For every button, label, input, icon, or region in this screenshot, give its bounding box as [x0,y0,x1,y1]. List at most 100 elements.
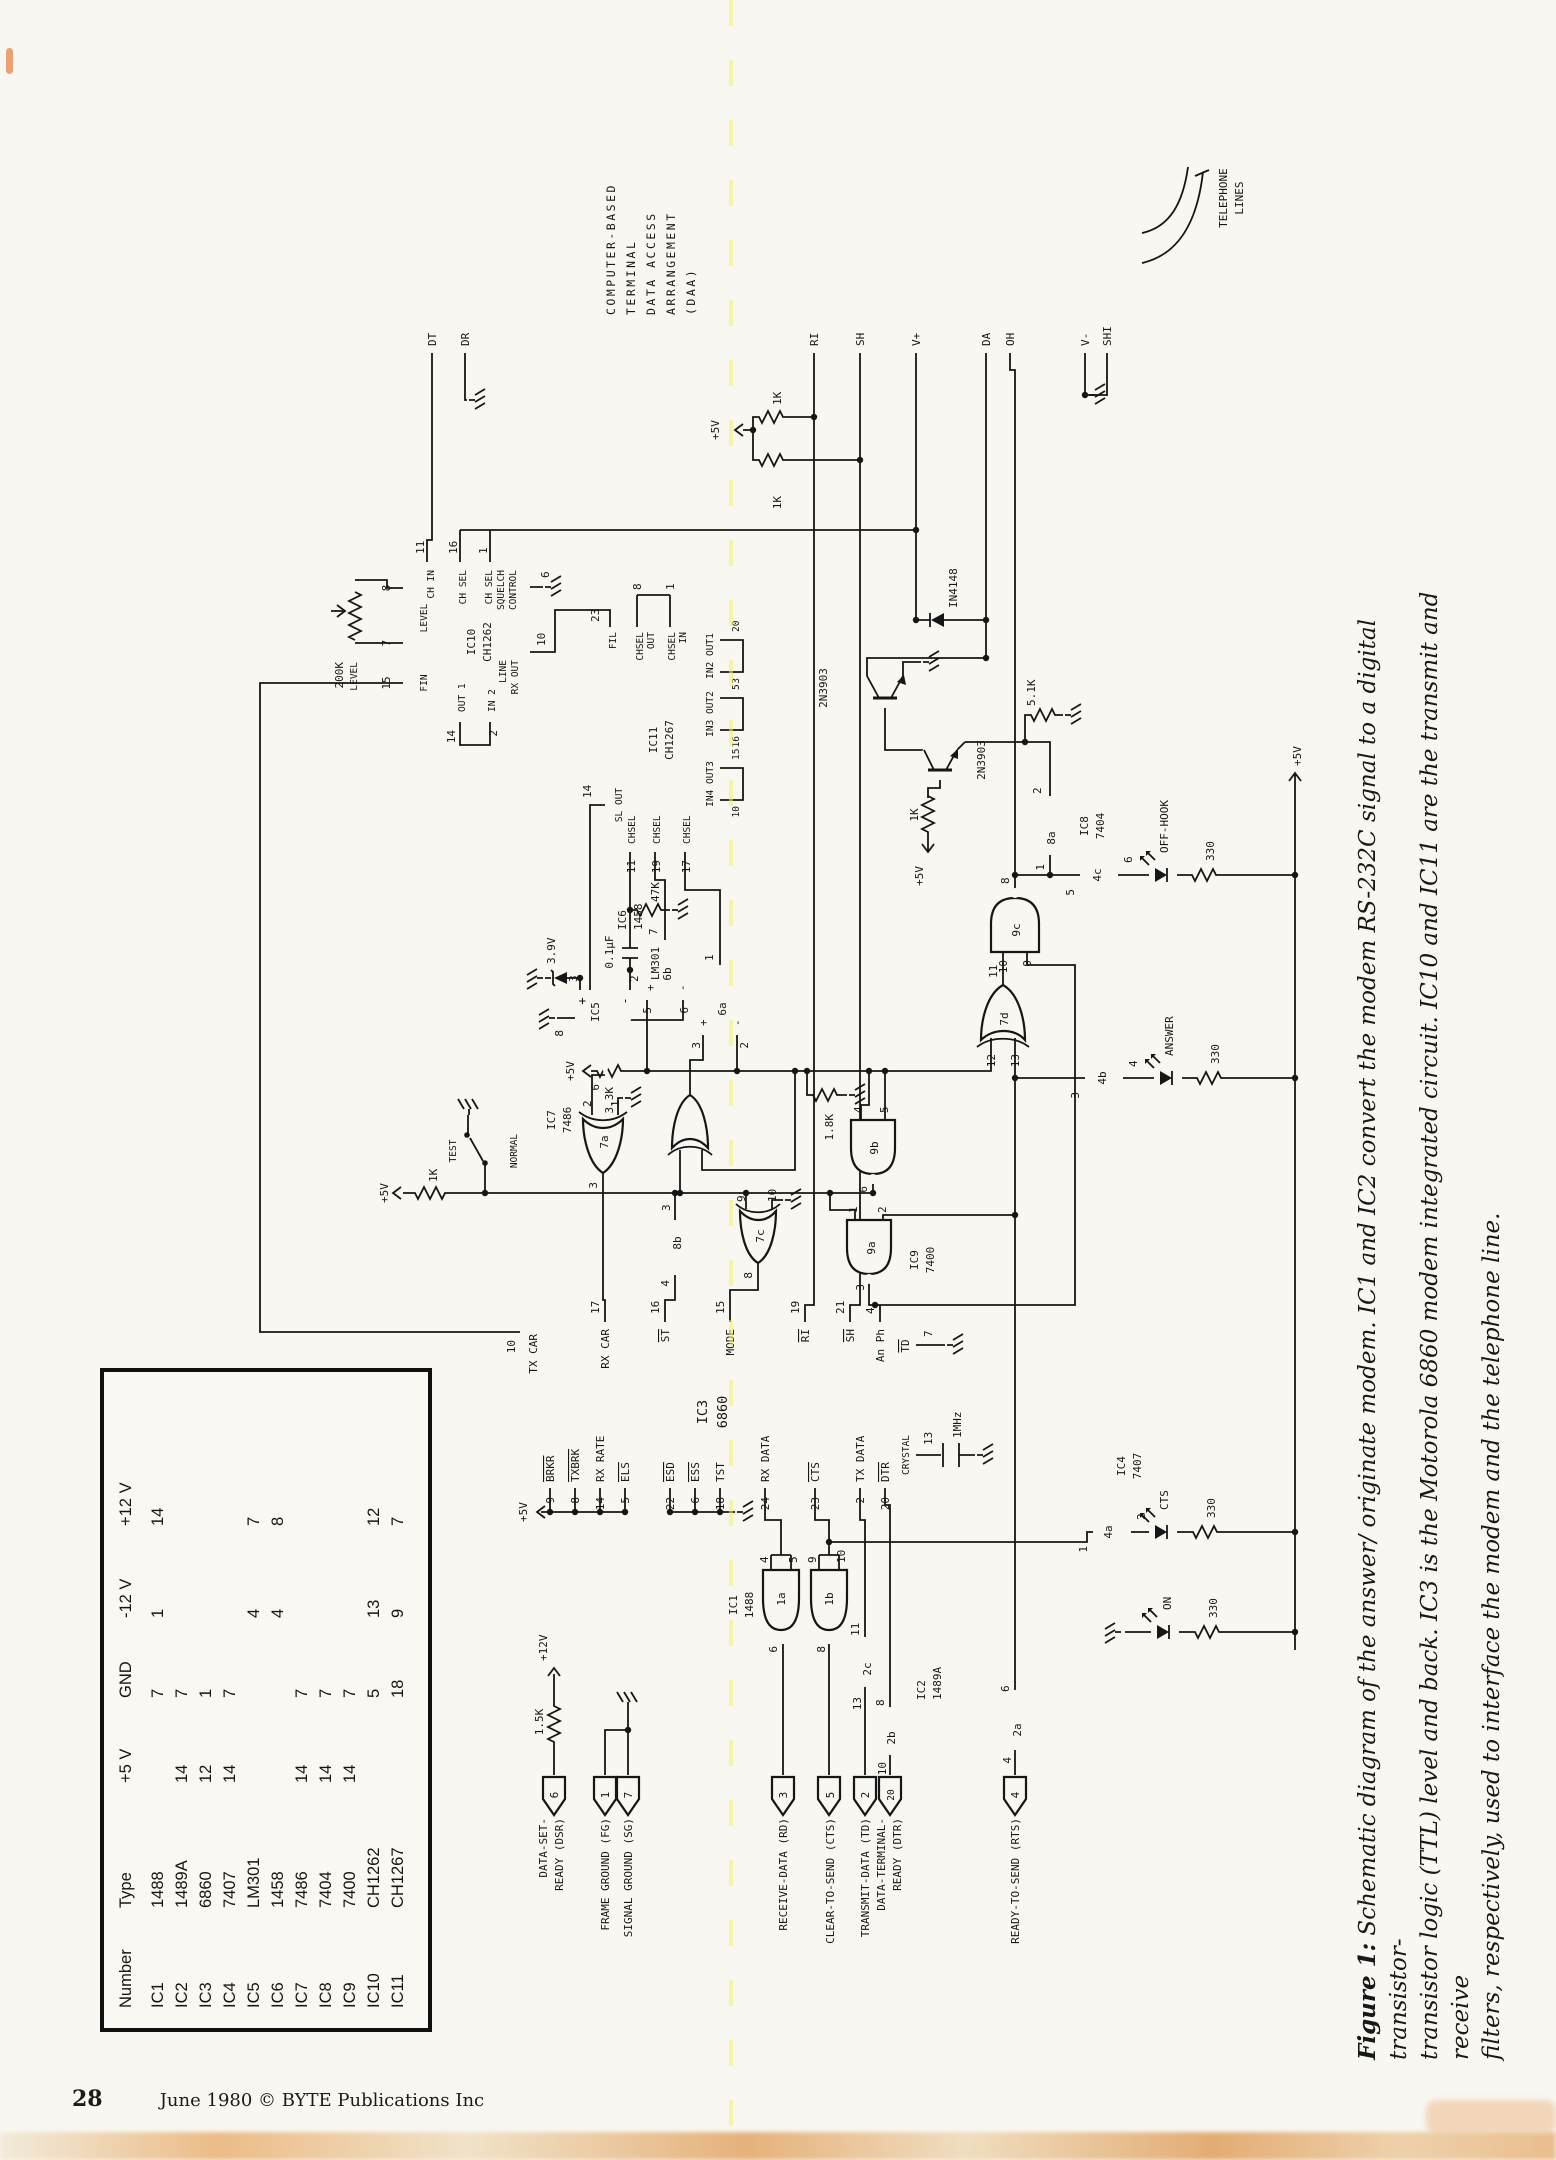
zener-3v9 [550,969,567,987]
schematic-label: ESS [689,1462,702,1482]
offhook-led [1139,850,1178,890]
buffer-4b [1085,1055,1123,1100]
caption-line-3: filters, respectively, used to interface… [1479,1212,1505,2060]
schematic-label: IC7 [545,1110,558,1130]
table-cell: 4 [269,1608,287,1618]
table-cell: IC11 [389,1974,407,2008]
schematic-label: 10 [835,1550,848,1563]
schematic-label: FIL [608,632,619,649]
schematic-label: 47K [649,882,662,902]
schematic-label: 11 [849,1623,862,1636]
schematic-label: ON [1161,1597,1174,1610]
table-cell: 14 [149,1507,167,1526]
schematic-label: LINES [1233,181,1246,214]
schematic-label: 1 [664,583,677,590]
schematic-label: 5 [1064,889,1077,896]
schematic-label: 7 [380,640,393,647]
schematic-label: +12V [537,1634,550,1661]
table-cell: 7404 [317,1871,335,1908]
table-cell [242,1618,266,1698]
schematic-label: FIN [419,674,430,691]
schematic-label: +5V [564,1061,577,1081]
schematic-label: 4 [864,1307,877,1314]
schematic-label: 7d [998,1012,1011,1025]
schematic-label: 2N3903 [975,740,988,780]
schematic-label: 8 [742,1272,755,1279]
schematic-label: 22 [664,1497,677,1510]
schematic-label: +5V [517,1502,530,1522]
table-cell [218,1526,242,1618]
schematic-label: 7 [922,1330,935,1337]
schematic-label: 330 [1209,1044,1222,1064]
publication-credit: June 1980 © BYTE Publications Inc [159,2090,485,2111]
schematic-label: 17 [680,860,693,873]
schematic-label: 13 [851,1697,864,1710]
schematic-label: RI [808,333,821,346]
table-cell: CH1267 [389,1847,407,1908]
schematic-label: READY (DSR) [553,1818,566,1891]
schematic-label: (DAA) [684,268,698,315]
schematic-label: 8 [815,1646,828,1653]
schematic-label: TX CAR [527,1334,540,1374]
schematic-label: IC5 [589,1002,602,1022]
table-cell [266,1618,290,1698]
schematic-label: 2 [854,1497,867,1504]
table-cell: IC10 [365,1973,383,2008]
table-cell [194,1526,218,1618]
schematic-label: V+ [910,332,923,346]
schematic-label: TXBRK [569,1449,582,1482]
schematic-label: 20 [886,1789,897,1801]
schematic-label: SHI [1101,326,1114,346]
table-cell: IC6 [269,1982,287,2008]
schematic-label: 4 [758,1556,771,1563]
table-cell [362,1698,386,1783]
schematic-label: 11 [987,965,1000,978]
table-cell: IC7 [293,1982,311,2008]
schematic-label: SL OUT [614,788,625,823]
schematic-label: OFF-HOOK [1158,800,1171,853]
schematic-label: 5 [731,684,742,690]
schematic-label: CTS [1158,1490,1171,1510]
table-cell [242,1698,266,1783]
schematic-label: 4 [1001,1757,1014,1764]
schematic-label: BRKR [544,1455,557,1482]
schematic-label: 6 [548,1792,561,1799]
gate-9b [849,1118,897,1176]
schematic-label: RX OUT [510,660,521,695]
schematic-label: 6 [689,1497,702,1504]
table-header: Type [117,1872,135,1908]
schematic-label: RI [799,1329,812,1342]
schematic-label: OH [1004,333,1017,346]
table-cell: 7 [317,1688,335,1698]
table-cell [290,1526,314,1618]
schematic-label: 5.1K [1025,679,1038,706]
schematic-label: 1 [599,1792,612,1799]
schematic-label: NORMAL [509,1134,520,1169]
table-cell: IC5 [245,1982,263,2008]
schematic-label: 13 [1009,1054,1022,1067]
schematic-label: 7 [622,1792,635,1799]
schematic-label: 10 [535,633,548,646]
schematic-label: CRYSTAL [901,1435,912,1475]
table-cell: 1458 [269,1871,287,1908]
schematic-label: LEVEL [349,662,360,691]
table-cell: 8 [269,1516,287,1526]
schematic-label: 3.3K [603,1087,616,1114]
schematic-label: 14 [594,1497,607,1511]
schematic-label: 13 [922,1432,935,1445]
table-cell: IC3 [197,1982,215,2008]
table-header: Number [117,1949,135,2008]
schematic-label: 11 [414,541,427,554]
schematic-label: 6b [661,967,674,980]
schematic-label: 1.5K [533,1708,546,1735]
transistor-q2-2n3903 [865,668,906,708]
schematic-label: RX RATE [594,1436,607,1482]
schematic-label: ELS [619,1462,632,1482]
schematic-label: IC3 [695,1400,711,1424]
schematic-label: 5 [641,1007,654,1014]
schematic-label: CHSEL [652,815,663,844]
table-cell: 1488 [149,1871,167,1908]
schematic-label: 23 [809,1497,822,1510]
schematic-label: DATA-SET- [537,1818,550,1878]
